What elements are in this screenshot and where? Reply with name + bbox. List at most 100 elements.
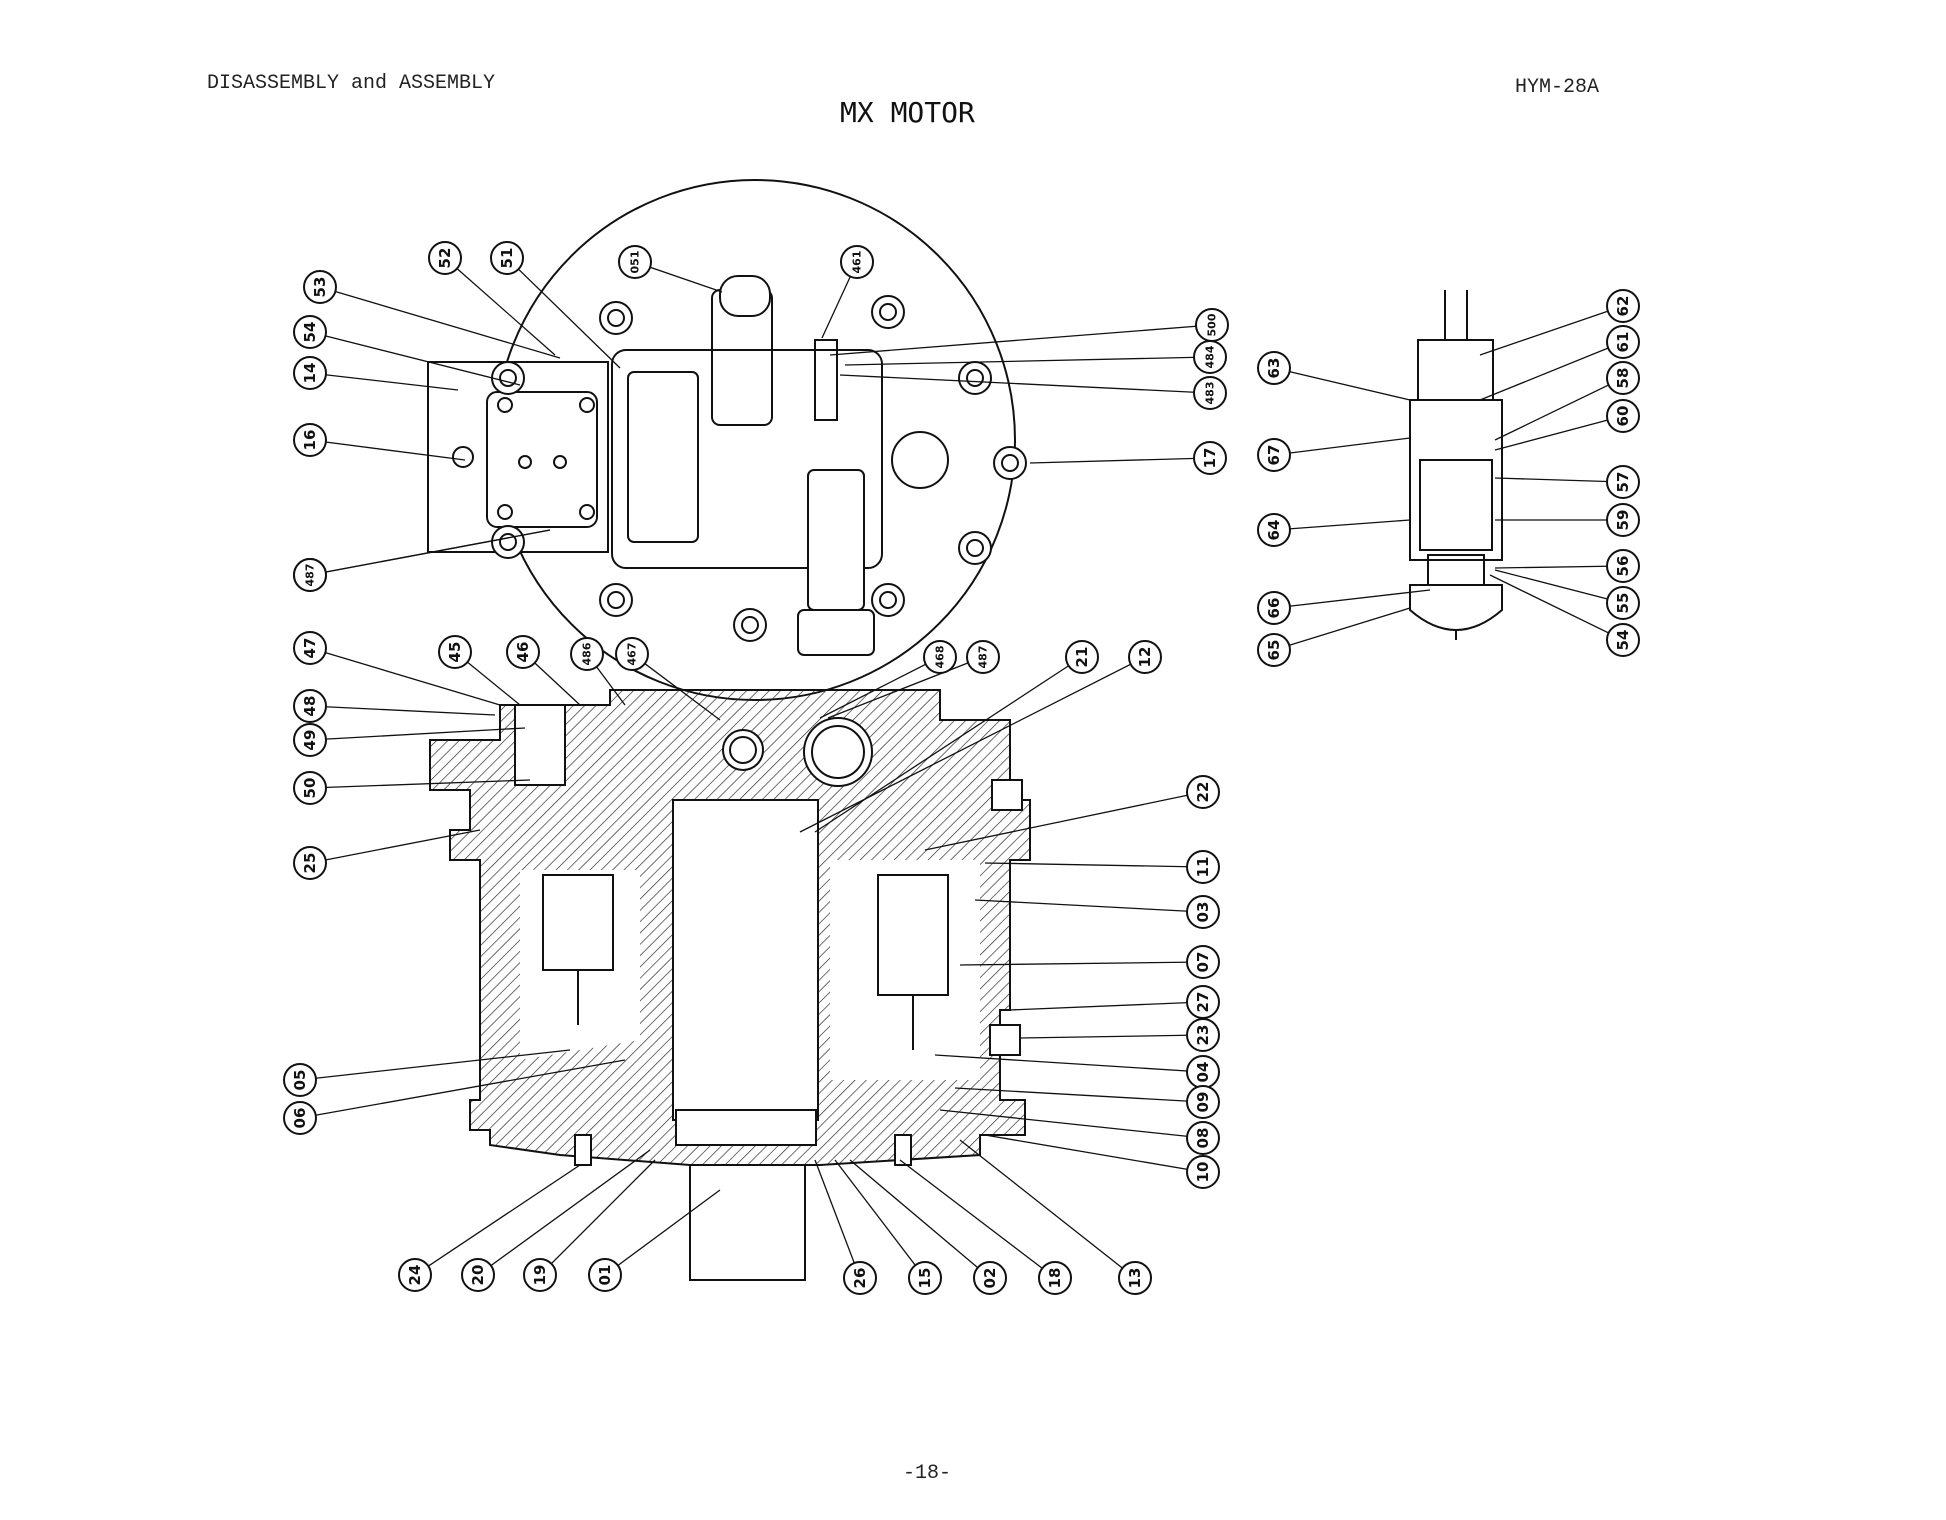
callout-circle <box>490 241 524 275</box>
callout-number: 18 <box>1046 1268 1064 1289</box>
callout-leader <box>319 286 561 359</box>
callout-circle <box>843 1261 877 1295</box>
callout-circle <box>588 1258 622 1292</box>
callout-number: 04 <box>1194 1062 1212 1083</box>
callout-circle <box>1065 640 1099 674</box>
callout-circle <box>1186 850 1220 884</box>
callout-leader <box>839 374 1211 394</box>
callout-number: 11 <box>1194 857 1212 878</box>
callout-circle <box>1606 361 1640 395</box>
callout-circle <box>1186 1155 1220 1189</box>
callout-circle <box>1186 775 1220 809</box>
callout-circle <box>438 635 472 669</box>
callout-number: 57 <box>1614 472 1632 493</box>
callout-circle <box>1186 1121 1220 1155</box>
callout-circle <box>615 637 649 671</box>
page-title: MX MOTOR <box>840 96 975 129</box>
callout-number: 10 <box>1194 1162 1212 1183</box>
callout-number: 56 <box>1614 556 1632 577</box>
callout-circle <box>398 1258 432 1292</box>
callout-circle <box>1193 340 1227 374</box>
callout-leader <box>1494 569 1624 604</box>
callout-leader <box>829 324 1213 356</box>
callout-leader <box>309 647 501 706</box>
callout-circle <box>1186 895 1220 929</box>
callout-circle <box>1193 376 1227 410</box>
callout-number: 09 <box>1194 1092 1212 1113</box>
callout-number: 467 <box>626 643 639 666</box>
callout-number: 21 <box>1073 647 1091 668</box>
callout-leader <box>799 656 1146 833</box>
manual-code: HYM-28A <box>1515 76 1600 99</box>
callout-number: 63 <box>1265 358 1283 379</box>
callout-circle <box>1186 1085 1220 1119</box>
callout-circle <box>293 315 327 349</box>
callout-number: 05 <box>291 1070 309 1091</box>
callout-leader <box>299 1049 571 1081</box>
callout-leader <box>1494 477 1624 483</box>
callout-number: 06 <box>291 1108 309 1129</box>
callout-circle <box>1606 503 1640 537</box>
callout-circle <box>1606 465 1640 499</box>
callout-circle <box>1128 640 1162 674</box>
callout-number: 48 <box>301 696 319 717</box>
callout-number: 51 <box>498 248 516 269</box>
callout-circle <box>506 635 540 669</box>
callout-circle <box>1606 399 1640 433</box>
callout-number: 62 <box>1614 296 1632 317</box>
callout-leader <box>1494 565 1624 569</box>
callout-number: 24 <box>406 1265 424 1286</box>
callout-circle <box>303 270 337 304</box>
callout-leader <box>1494 377 1624 441</box>
callout-circle <box>1606 325 1640 359</box>
callout-leader <box>1273 437 1411 456</box>
callout-circle <box>1257 591 1291 625</box>
callout-leader <box>1273 607 1411 651</box>
callout-number: 487 <box>977 646 990 669</box>
callout-number: 55 <box>1614 593 1632 614</box>
callout-circle <box>840 245 874 279</box>
callout-number: 64 <box>1265 520 1283 541</box>
callout-number: 65 <box>1265 640 1283 661</box>
callout-number: 03 <box>1194 902 1212 923</box>
callout-leader <box>1273 519 1411 531</box>
callout-number: 26 <box>851 1268 869 1289</box>
callout-leader <box>954 1087 1204 1103</box>
callout-number: 483 <box>1204 382 1217 405</box>
callout-number: 14 <box>301 363 319 384</box>
callout-leader <box>934 1054 1204 1073</box>
callout-number: 13 <box>1126 1268 1144 1289</box>
callout-leader <box>984 862 1204 868</box>
callout-circle <box>1118 1261 1152 1295</box>
callout-leader <box>939 1109 1204 1139</box>
callout-leader <box>539 1159 656 1276</box>
callout-number: 08 <box>1194 1128 1212 1149</box>
callout-leader <box>984 1134 1204 1173</box>
callout-leader <box>814 656 1083 833</box>
callout-number: 54 <box>1614 630 1632 651</box>
callout-number: 66 <box>1265 598 1283 619</box>
callout-leader <box>959 1139 1136 1279</box>
callout-circle <box>293 689 327 723</box>
callout-circle <box>908 1261 942 1295</box>
callout-circle <box>293 771 327 805</box>
callout-number: 23 <box>1194 1025 1212 1046</box>
callout-number: 051 <box>629 251 642 274</box>
callout-circle <box>973 1261 1007 1295</box>
callout-leader <box>844 356 1211 366</box>
callout-leader <box>299 1059 626 1119</box>
callout-circle <box>923 640 957 674</box>
callout-circle <box>1038 1261 1072 1295</box>
callout-number: 01 <box>596 1265 614 1286</box>
callout-leader <box>899 1159 1056 1279</box>
callout-number: 07 <box>1194 952 1212 973</box>
section-header: DISASSEMBLY and ASSEMBLY <box>207 72 496 95</box>
callout-leader <box>477 1149 651 1276</box>
callout-leader <box>959 961 1204 966</box>
callout-leader <box>309 372 459 391</box>
callout-leader <box>974 899 1204 913</box>
callout-leader <box>604 1189 721 1276</box>
relief-valve-drawing <box>1409 290 1503 640</box>
callout-number: 468 <box>934 646 947 669</box>
